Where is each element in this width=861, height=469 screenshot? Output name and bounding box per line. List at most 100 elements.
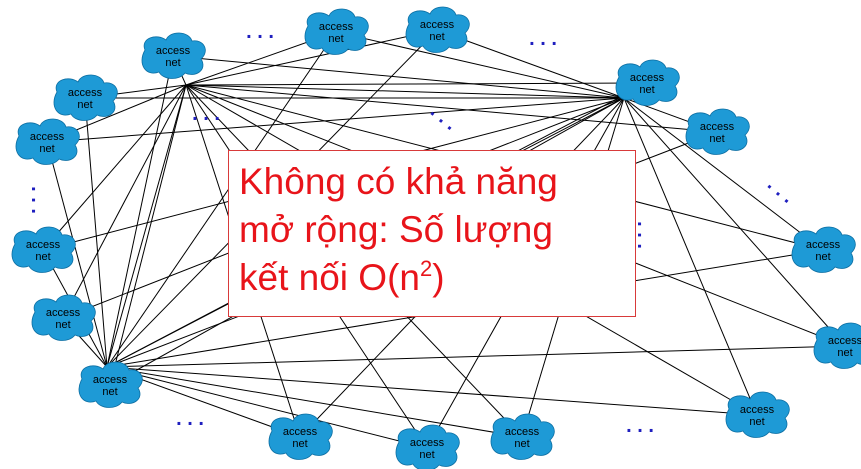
access-net-label-line-1: access (26, 239, 61, 251)
ellipsis-mark: . . . (633, 221, 655, 249)
cloud-shape (78, 361, 143, 408)
link-line (185, 82, 648, 86)
scalability-callout: Không có khả năng mở rộng: Số lượng kết … (228, 150, 636, 317)
access-net-label-line-2: net (639, 84, 654, 96)
link-line (185, 29, 438, 86)
cloud-shape (685, 108, 750, 155)
link-line (172, 55, 625, 99)
cloud-shape (405, 6, 470, 53)
ellipsis-mark: . . . (27, 186, 49, 214)
link-line (185, 84, 718, 133)
access-net-label-line-2: net (292, 438, 307, 450)
callout-line-3-suffix: ) (432, 257, 445, 298)
access-net-label-line-2: net (429, 31, 444, 43)
access-net-label-line-1: access (156, 45, 191, 57)
ellipsis-mark: . . . (763, 173, 798, 208)
cloud-shape (31, 294, 96, 341)
link-line (109, 84, 187, 386)
cloud-shape (490, 413, 555, 460)
access-net-label-line-2: net (39, 143, 54, 155)
ellipsis-mark: . . . (246, 21, 274, 43)
callout-line-1: Không có khả năng (239, 161, 558, 202)
link-line (106, 366, 758, 416)
ellipsis-mark: . . . (176, 408, 204, 430)
cloud-shape (15, 118, 80, 165)
access-net-label-line-1: access (806, 239, 841, 251)
cloud-shape (791, 226, 856, 273)
ellipsis-mark: . . . (626, 415, 654, 437)
access-net-label-line-1: access (740, 404, 775, 416)
cloud-shape (304, 8, 369, 55)
ellipsis-mark: . . . (529, 28, 557, 50)
access-net-label-line-2: net (77, 99, 92, 111)
access-net-label-line-2: net (815, 251, 830, 263)
access-net-label-line-2: net (55, 319, 70, 331)
cloud-shape (141, 32, 206, 79)
link-line (436, 29, 625, 99)
link-line (46, 141, 108, 368)
access-net-label-line-2: net (165, 57, 180, 69)
link-line (106, 366, 523, 438)
access-net-label-line-1: access (30, 131, 65, 143)
access-net-label-line-2: net (514, 438, 529, 450)
ellipsis-mark: . . . (426, 100, 461, 135)
callout-line-3-prefix: kết nối O(n (239, 257, 420, 298)
access-net-label-line-2: net (35, 251, 50, 263)
access-net-label-line-2: net (709, 133, 724, 145)
cloud-shape (725, 391, 790, 438)
link-line (623, 97, 758, 416)
access-net-label-line-1: access (410, 437, 445, 449)
access-net-label-line-2: net (837, 347, 852, 359)
access-net-label-line-1: access (700, 121, 735, 133)
link-line (335, 31, 625, 99)
access-net-label-line-1: access (283, 426, 318, 438)
link-line (106, 366, 428, 449)
link-line (84, 97, 108, 368)
access-net-label-line-2: net (102, 386, 117, 398)
callout-line-2: mở rộng: Số lượng (239, 209, 553, 250)
cloud-shape (813, 322, 861, 369)
cloud-shape (268, 413, 333, 460)
cloud-shape (395, 424, 460, 469)
ellipsis-mark: . . . (192, 103, 220, 125)
access-net-label-line-1: access (630, 72, 665, 84)
access-net-label-line-1: access (68, 87, 103, 99)
access-net-label-line-1: access (93, 374, 128, 386)
access-net-label-line-1: access (828, 335, 861, 347)
access-net-label-line-1: access (420, 19, 455, 31)
link-line (623, 97, 824, 251)
link-line (106, 84, 187, 368)
access-net-label-line-2: net (328, 33, 343, 45)
access-net-label-line-2: net (419, 449, 434, 461)
access-net-label-line-1: access (46, 307, 81, 319)
cloud-shape (615, 59, 680, 106)
access-net-clouds: accessnetaccessnetaccessnetaccessnetacce… (11, 6, 861, 469)
callout-exponent: 2 (419, 256, 433, 281)
link-line (185, 84, 625, 99)
link-line (46, 97, 625, 143)
link-line (106, 55, 174, 368)
cloud-shape (11, 226, 76, 273)
access-net-label-line-2: net (749, 416, 764, 428)
cloud-shape (53, 74, 118, 121)
access-net-label-line-1: access (319, 21, 354, 33)
callout-line-3: kết nối O(n2) (239, 254, 625, 302)
link-line (623, 97, 846, 347)
